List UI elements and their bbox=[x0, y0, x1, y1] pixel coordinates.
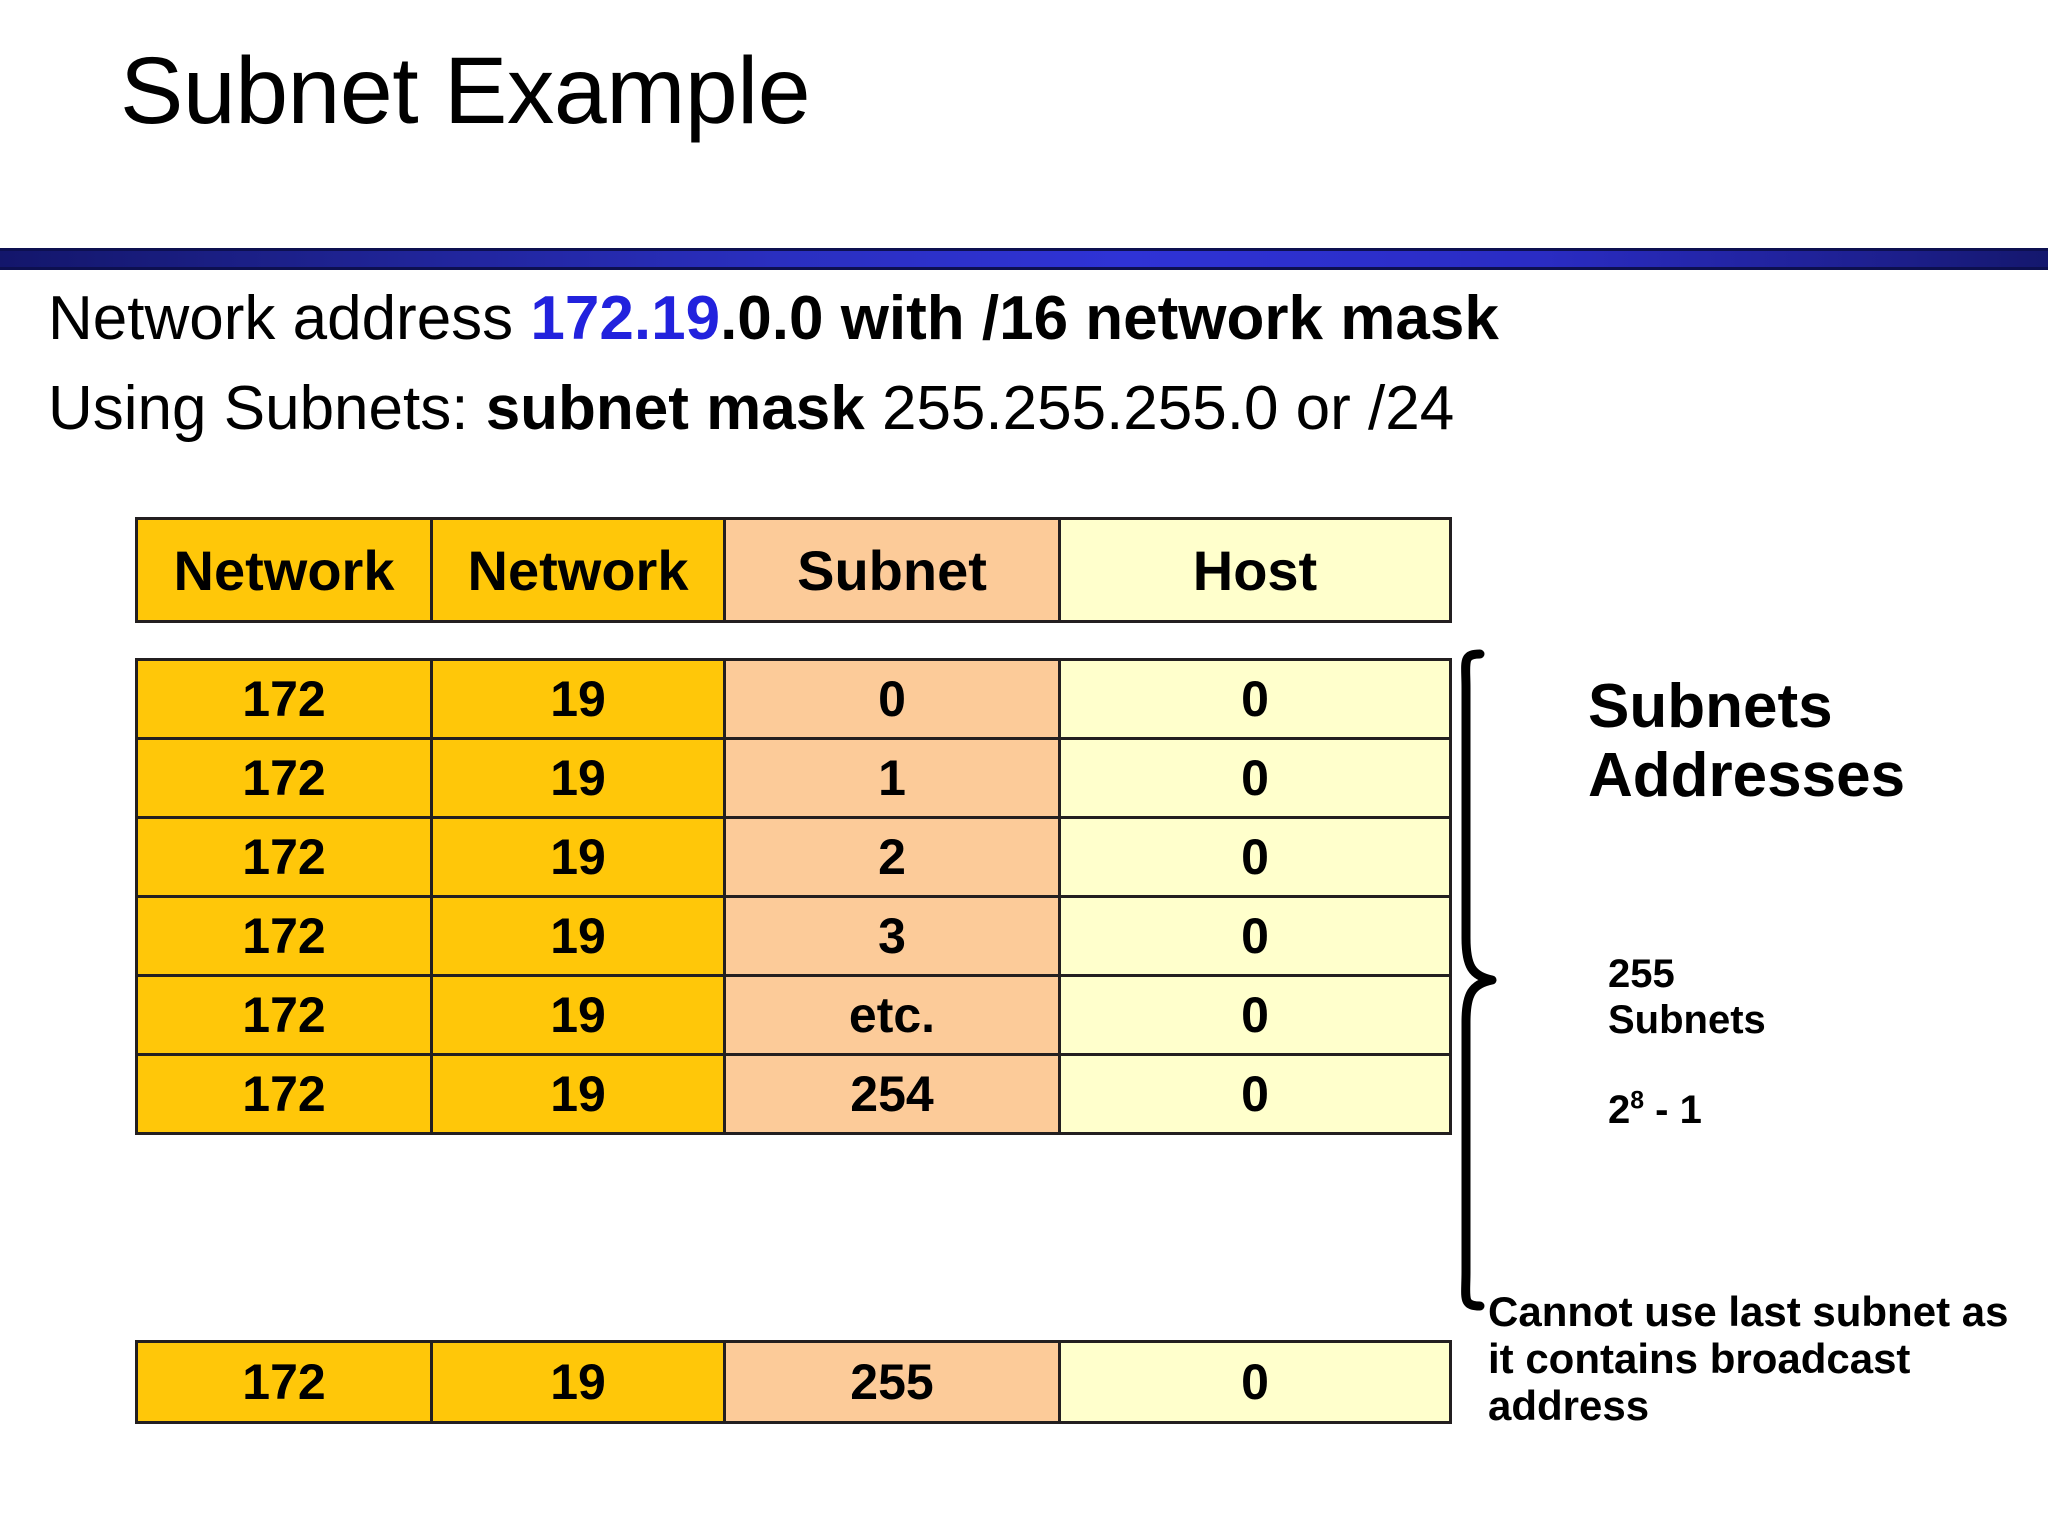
formula-base: 2 bbox=[1608, 1088, 1631, 1132]
cell-subnet: 255 bbox=[723, 1340, 1061, 1424]
cell-network-2: 19 bbox=[430, 816, 726, 898]
broadcast-address-note: Cannot use last subnet as it contains br… bbox=[1488, 1288, 2009, 1430]
cell-host: 0 bbox=[1058, 816, 1452, 898]
subnet-count-label: 255 Subnets bbox=[1608, 952, 2028, 1043]
subnets-addresses-label: Subnets Addresses bbox=[1588, 672, 2018, 811]
subnet-count-word: Subnets bbox=[1608, 997, 1766, 1042]
formula-tail: - 1 bbox=[1644, 1088, 1702, 1132]
subnet-mask-tail: 255.255.255.0 or /24 bbox=[864, 374, 1455, 443]
cell-host: 0 bbox=[1058, 1340, 1452, 1424]
cell-host: 0 bbox=[1058, 737, 1452, 819]
cell-network-2: 19 bbox=[430, 974, 726, 1056]
cell-network-1: 172 bbox=[135, 895, 433, 977]
subnet-count-formula: 28 - 1 bbox=[1608, 1088, 2028, 1133]
subnet-mask-line: Using Subnets: subnet mask 255.255.255.0… bbox=[48, 378, 1454, 440]
table-row: 172 19 2 0 bbox=[135, 816, 1452, 898]
cell-subnet: 3 bbox=[723, 895, 1061, 977]
table-row: 172 19 255 0 bbox=[135, 1340, 1452, 1424]
cell-network-1: 172 bbox=[135, 737, 433, 819]
subnet-addresses-table: 172 19 0 0 172 19 1 0 172 19 2 0 172 19 … bbox=[135, 658, 1452, 1135]
table-row: 172 19 254 0 bbox=[135, 1053, 1452, 1135]
cell-network-1: 172 bbox=[135, 658, 433, 740]
subnet-mask-emphasis: subnet mask bbox=[485, 374, 865, 443]
cell-host: 0 bbox=[1058, 895, 1452, 977]
table-row: 172 19 0 0 bbox=[135, 658, 1452, 740]
column-header-subnet: Subnet bbox=[723, 517, 1061, 623]
cell-network-1: 172 bbox=[135, 816, 433, 898]
cell-host: 0 bbox=[1058, 1053, 1452, 1135]
cell-subnet: etc. bbox=[723, 974, 1061, 1056]
column-header-network-1: Network bbox=[135, 517, 433, 623]
address-table-header: Network Network Subnet Host bbox=[135, 517, 1452, 623]
subnet-mask-lead: Using Subnets: bbox=[48, 374, 486, 443]
table-row: 172 19 1 0 bbox=[135, 737, 1452, 819]
table-row: 172 19 etc. 0 bbox=[135, 974, 1452, 1056]
cell-network-2: 19 bbox=[430, 1053, 726, 1135]
broadcast-subnet-row-table: 172 19 255 0 bbox=[135, 1340, 1452, 1424]
curly-brace-icon bbox=[1452, 648, 1542, 1312]
page-title: Subnet Example bbox=[120, 38, 811, 144]
cell-network-2: 19 bbox=[430, 1340, 726, 1424]
subnet-count-number: 255 bbox=[1608, 952, 1675, 996]
cell-host: 0 bbox=[1058, 974, 1452, 1056]
formula-exponent: 8 bbox=[1630, 1087, 1645, 1115]
cell-network-2: 19 bbox=[430, 658, 726, 740]
cell-network-1: 172 bbox=[135, 974, 433, 1056]
cell-subnet: 0 bbox=[723, 658, 1061, 740]
cell-network-1: 172 bbox=[135, 1053, 433, 1135]
cell-network-1: 172 bbox=[135, 1340, 433, 1424]
subnets-addresses-line-1: Subnets bbox=[1588, 672, 1833, 741]
column-header-network-2: Network bbox=[430, 517, 726, 623]
title-divider bbox=[0, 248, 2048, 270]
network-address-highlight: 172.19 bbox=[530, 284, 721, 353]
table-header-row: Network Network Subnet Host bbox=[135, 517, 1452, 623]
cell-subnet: 2 bbox=[723, 816, 1061, 898]
cell-host: 0 bbox=[1058, 658, 1452, 740]
cell-subnet: 1 bbox=[723, 737, 1061, 819]
network-address-line: Network address 172.19.0.0 with /16 netw… bbox=[48, 288, 1499, 350]
network-address-lead: Network address bbox=[48, 284, 531, 353]
network-address-tail: .0.0 with /16 network mask bbox=[720, 284, 1499, 353]
cell-subnet: 254 bbox=[723, 1053, 1061, 1135]
table-row: 172 19 3 0 bbox=[135, 895, 1452, 977]
subnets-addresses-line-2: Addresses bbox=[1588, 741, 1906, 811]
cell-network-2: 19 bbox=[430, 895, 726, 977]
cell-network-2: 19 bbox=[430, 737, 726, 819]
column-header-host: Host bbox=[1058, 517, 1452, 623]
